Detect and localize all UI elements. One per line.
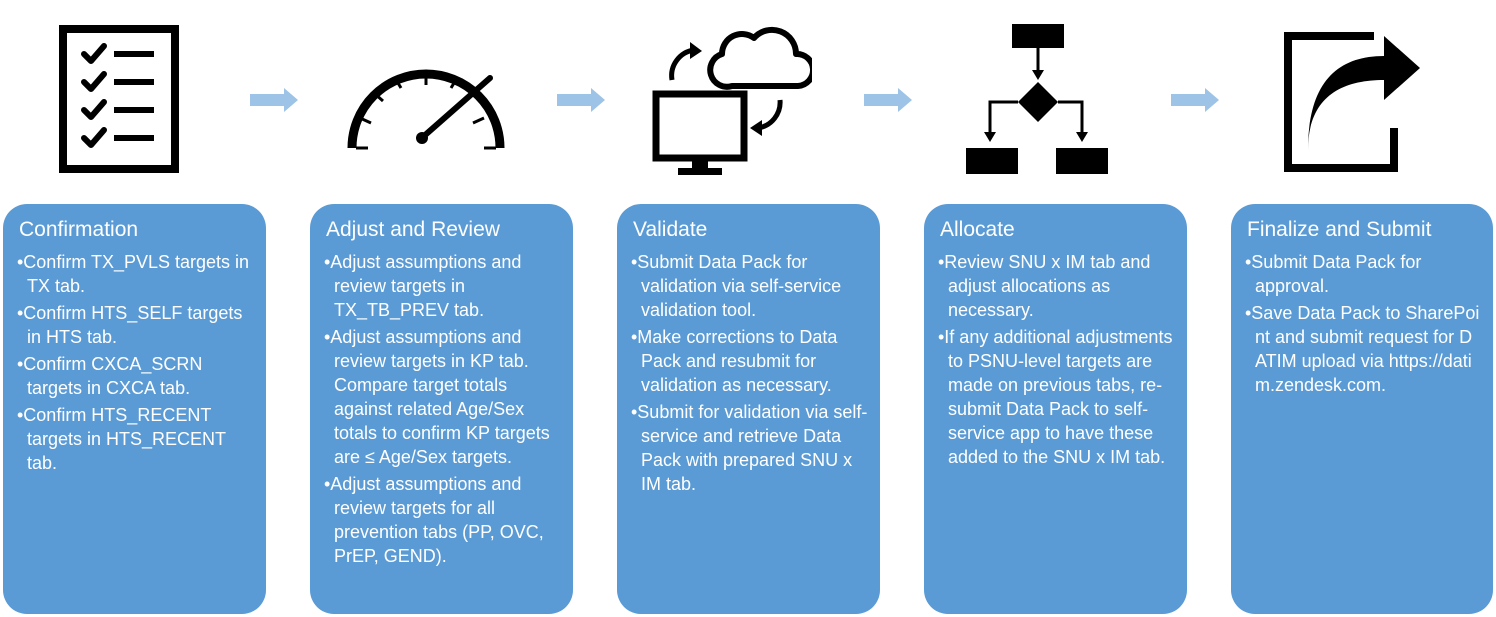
step-bullet: •Adjust assumptions and review targets i… — [324, 327, 550, 467]
step-bullet: •Confirm CXCA_SCRN targets in CXCA tab. — [17, 354, 203, 398]
step-bullet-list: •Submit Data Pack for validation via sel… — [631, 250, 868, 496]
step-bullet-list: •Confirm TX_PVLS targets in TX tab. •Con… — [17, 250, 254, 475]
step-bullet: •Confirm TX_PVLS targets in TX tab. — [17, 252, 250, 296]
cloud-sync-monitor-icon — [652, 26, 812, 175]
step-bullet: •Review SNU x IM tab and adjust allocati… — [938, 252, 1151, 320]
share-arrow-icon — [1284, 32, 1420, 172]
step-bullet-list: •Adjust assumptions and review targets i… — [324, 250, 561, 568]
step-bullet-list: •Submit Data Pack for approval. •Save Da… — [1245, 250, 1481, 397]
checklist-icon — [59, 25, 179, 173]
step-title: Finalize and Submit — [1247, 218, 1432, 241]
step-card-finalize-and-submit: Finalize and Submit •Submit Data Pack fo… — [1231, 204, 1493, 614]
step-title: Validate — [633, 218, 708, 241]
step-bullet-list: •Review SNU x IM tab and adjust allocati… — [938, 250, 1175, 469]
step-card-validate: Validate •Submit Data Pack for validatio… — [617, 204, 880, 614]
right-arrow-icon — [250, 88, 298, 112]
step-bullet: •Submit for validation via self-service … — [631, 402, 868, 494]
step-bullet: •If any additional adjustments to PSNU-l… — [938, 327, 1173, 467]
step-card-confirmation: Confirmation •Confirm TX_PVLS targets in… — [3, 204, 266, 614]
step-bullet: •Save Data Pack to SharePoint and submit… — [1245, 303, 1480, 395]
step-card-allocate: Allocate •Review SNU x IM tab and adjust… — [924, 204, 1187, 614]
right-arrow-icon — [1171, 88, 1219, 112]
step-bullet: •Adjust assumptions and review targets f… — [324, 474, 544, 566]
step-bullet: •Adjust assumptions and review targets i… — [324, 252, 522, 320]
speedometer-icon — [347, 69, 505, 150]
step-bullet: •Confirm HTS_SELF targets in HTS tab. — [17, 303, 243, 347]
step-bullet: •Make corrections to Data Pack and resub… — [631, 327, 838, 395]
flowchart-icon — [966, 24, 1108, 174]
step-bullet: •Submit Data Pack for validation via sel… — [631, 252, 842, 320]
step-bullet: •Confirm HTS_RECENT targets in HTS_RECEN… — [17, 405, 226, 473]
step-title: Adjust and Review — [326, 218, 500, 241]
step-bullet: •Submit Data Pack for approval. — [1245, 252, 1422, 296]
step-card-adjust-and-review: Adjust and Review •Adjust assumptions an… — [310, 204, 573, 614]
right-arrow-icon — [864, 88, 912, 112]
right-arrow-icon — [557, 88, 605, 112]
step-title: Allocate — [940, 218, 1015, 241]
step-title: Confirmation — [19, 218, 139, 241]
